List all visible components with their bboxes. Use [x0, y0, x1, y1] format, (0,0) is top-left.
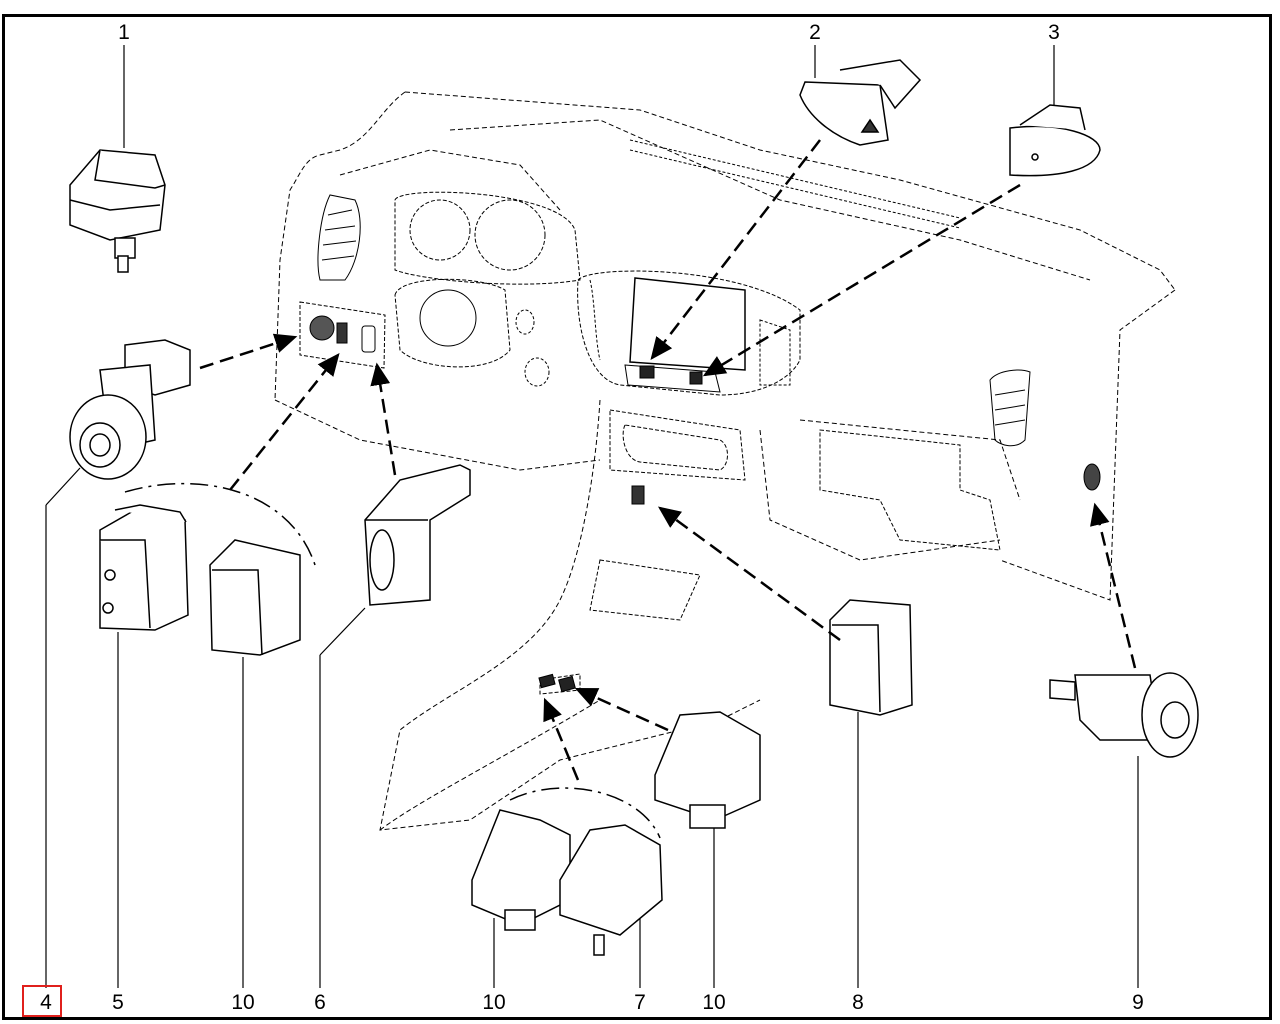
callout-8: 8 [852, 991, 864, 1014]
part-10-window-switch-center [471, 809, 571, 931]
arrow-part-10-right [574, 687, 669, 732]
console-window-switch-slots [538, 673, 576, 693]
center-console [539, 409, 746, 695]
callout-4-highlight-box [22, 985, 62, 1017]
instrument-cluster [394, 191, 581, 285]
dashboard-outline [274, 91, 1176, 831]
callout-1: 1 [118, 21, 130, 44]
callout-9: 9 [1132, 991, 1144, 1014]
part-8-rocker-switch [829, 599, 913, 716]
callout-10-center: 10 [482, 991, 506, 1014]
arrow-part-2 [650, 139, 821, 360]
callout-2: 2 [809, 21, 821, 44]
part-3-lock-switch [1009, 104, 1101, 177]
right-panel-switch-location [1083, 463, 1101, 491]
callout-7: 7 [634, 991, 646, 1014]
part-7-window-switch [559, 824, 663, 956]
part-10-window-switch-right [654, 711, 761, 829]
left-switch-panel [299, 301, 386, 369]
arrow-part-9 [1090, 502, 1137, 669]
arrow-part-8 [657, 506, 841, 642]
part-10-rocker-switch-left [209, 539, 301, 656]
steering-column-area [394, 278, 550, 387]
callout-6: 6 [314, 991, 326, 1014]
arrow-part-10-7 [543, 697, 580, 781]
arrow-part-6 [370, 362, 397, 476]
arrow-part-3 [702, 183, 1021, 377]
callout-3: 3 [1048, 21, 1060, 44]
leader-6 [319, 607, 366, 656]
part-9-rotary-switch [1049, 672, 1199, 758]
leader-lines [45, 45, 1139, 988]
callout-10-left: 10 [231, 991, 255, 1014]
part-6-thumbwheel-switch [364, 464, 471, 606]
part-2-hazard-switch [799, 59, 922, 146]
leader-4 [45, 467, 81, 506]
location-arrows [199, 139, 1137, 781]
arrow-part-4 [199, 333, 298, 370]
part-4-rotary-switch [69, 339, 191, 480]
callout-4: 4 [40, 991, 52, 1014]
center-stack [577, 270, 801, 396]
defroster-grille [629, 139, 961, 229]
part-1-switch [69, 149, 166, 273]
left-air-vent [317, 194, 361, 281]
callout-5: 5 [112, 991, 124, 1014]
glovebox [819, 429, 1001, 551]
grouping-arcs [124, 482, 661, 839]
part-5-rocker-switch [99, 504, 189, 631]
callout-10-right: 10 [702, 991, 726, 1014]
arrow-part-5-10 [229, 353, 340, 491]
right-air-vent [989, 369, 1031, 447]
